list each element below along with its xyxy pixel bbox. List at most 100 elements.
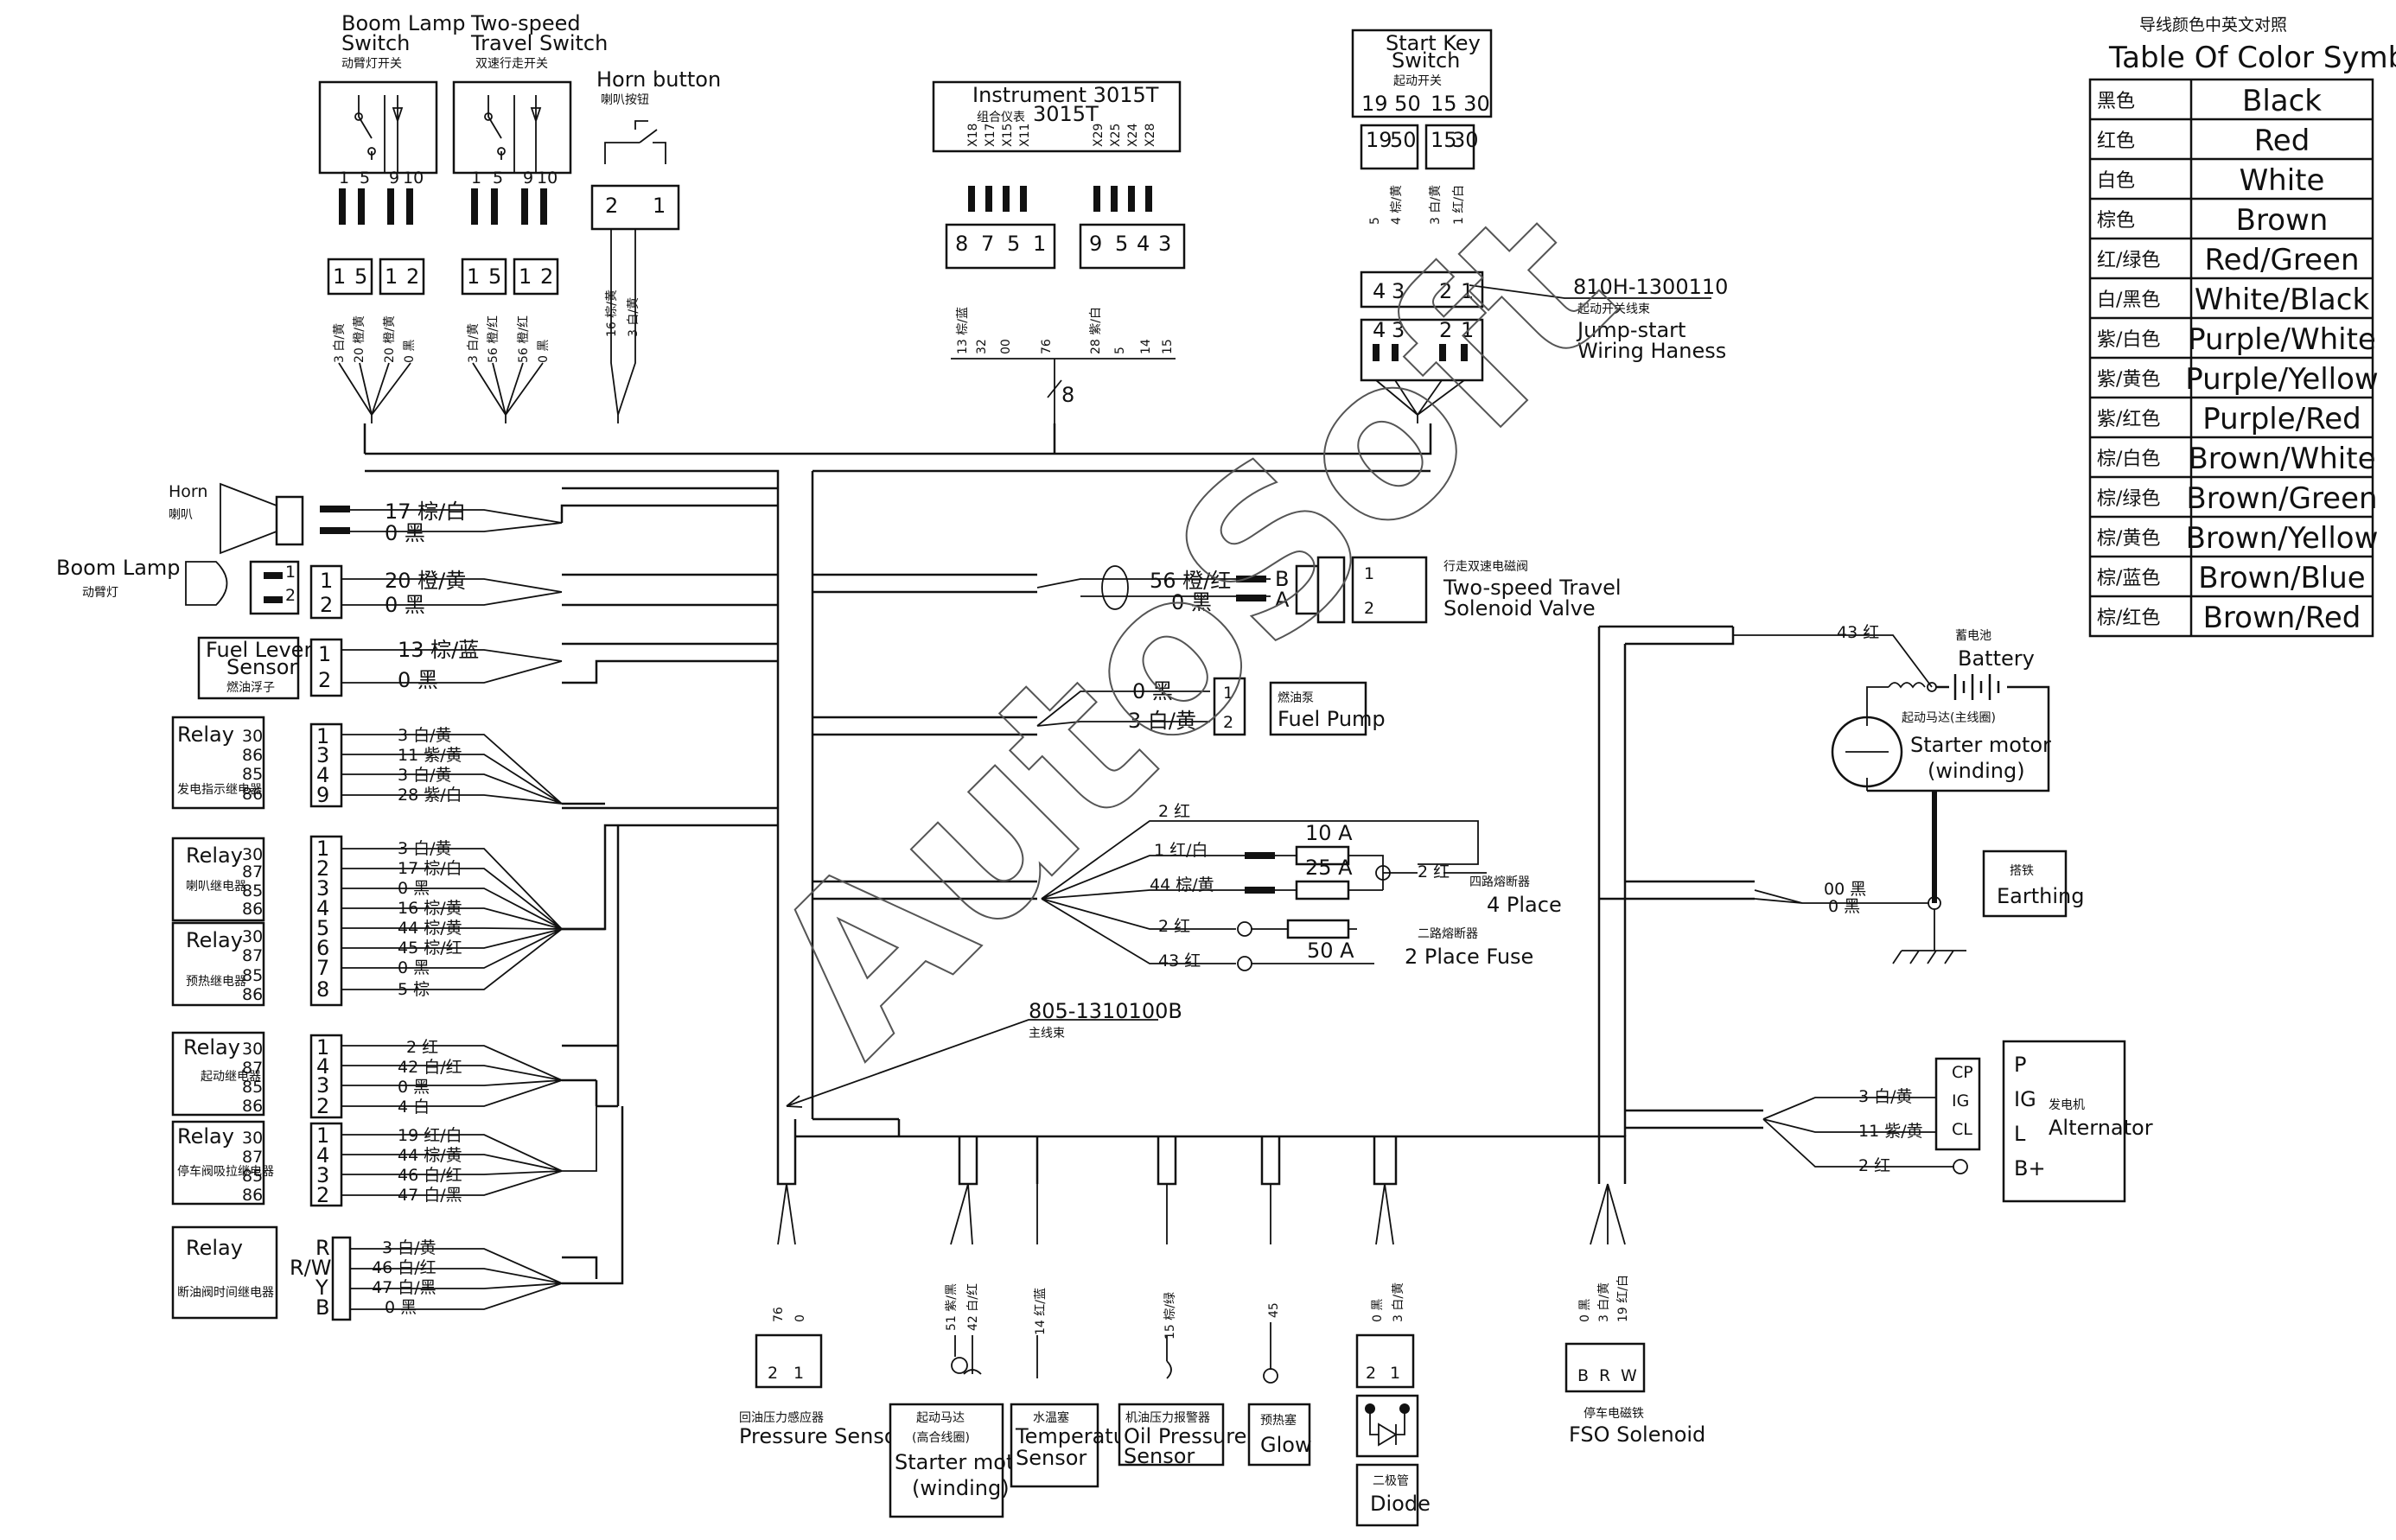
svg-text:0 黑: 0 黑 — [398, 1078, 430, 1097]
svg-text:3 白/黄: 3 白/黄 — [332, 323, 347, 363]
svg-text:组合仪表: 组合仪表 — [977, 111, 1025, 124]
svg-text:CP: CP — [1952, 1063, 1973, 1082]
svg-text:1: 1 — [467, 264, 480, 289]
svg-text:85: 85 — [242, 1078, 263, 1097]
svg-text:7: 7 — [316, 956, 329, 980]
color-en: Purple/White — [2188, 322, 2376, 357]
color-en: Brown/Yellow — [2186, 521, 2379, 556]
travel-switch-label: Two-speed — [470, 11, 581, 35]
svg-text:56 橙/红: 56 橙/红 — [1150, 569, 1231, 593]
color-en: Purple/Yellow — [2185, 362, 2379, 397]
svg-text:30: 30 — [242, 727, 263, 746]
svg-text:2: 2 — [540, 264, 553, 289]
svg-text:1: 1 — [318, 642, 331, 666]
svg-text:Sensor: Sensor — [1016, 1446, 1086, 1470]
svg-text:51 紫/黑: 51 紫/黑 — [945, 1283, 959, 1331]
instrument-cluster: Instrument 3015T 组合仪表 3015T X18 X17 X15 … — [932, 80, 1186, 423]
svg-text:1: 1 — [316, 1123, 329, 1148]
svg-text:5: 5 — [354, 264, 367, 289]
svg-text:5: 5 — [1007, 232, 1020, 256]
svg-text:1: 1 — [316, 1035, 329, 1060]
solenoid-label: Two-speed Travel — [1443, 576, 1622, 600]
svg-text:2 红: 2 红 — [1158, 802, 1190, 821]
svg-text:14 红/蓝: 14 红/蓝 — [1034, 1288, 1048, 1335]
svg-text:30: 30 — [1452, 128, 1479, 152]
color-en: Brown/Red — [2203, 601, 2361, 635]
svg-text:0 黑: 0 黑 — [1371, 1299, 1385, 1322]
svg-text:10: 10 — [403, 169, 424, 188]
svg-text:5: 5 — [1115, 232, 1128, 256]
svg-text:30: 30 — [242, 927, 263, 946]
svg-text:喇叭: 喇叭 — [169, 508, 193, 522]
svg-text:IG: IG — [2014, 1087, 2036, 1111]
svg-text:3: 3 — [1392, 279, 1405, 303]
svg-text:X24: X24 — [1126, 124, 1140, 147]
svg-text:发电机: 发电机 — [2049, 1098, 2085, 1112]
svg-text:45: 45 — [1267, 1302, 1281, 1318]
svg-text:86: 86 — [242, 746, 263, 765]
svg-text:0 黑: 0 黑 — [385, 521, 425, 545]
svg-text:1: 1 — [320, 569, 333, 593]
svg-text:19 红/白: 19 红/白 — [1616, 1275, 1630, 1322]
svg-text:3 白/黄: 3 白/黄 — [382, 1238, 437, 1257]
svg-text:42 白/红: 42 白/红 — [966, 1283, 980, 1331]
svg-text:56 橙/红: 56 橙/红 — [517, 315, 531, 363]
oil-pressure-sensor-label: Oil Pressure — [1124, 1424, 1246, 1448]
svg-text:Jump-start: Jump-start — [1576, 318, 1685, 342]
oil-pressure-sensor: 15 棕/绿 机油压力报警器 Oil Pressure Sensor — [1118, 1184, 1246, 1468]
color-cn: 黑色 — [2097, 91, 2135, 112]
color-cn: 棕/绿色 — [2097, 488, 2160, 510]
svg-text:2: 2 — [316, 1183, 329, 1207]
svg-text:X11: X11 — [1018, 124, 1032, 147]
two-place-fuse-label: 2 Place Fuse — [1405, 945, 1533, 969]
svg-text:停车电磁铁: 停车电磁铁 — [1584, 1406, 1644, 1421]
svg-text:X18: X18 — [966, 124, 980, 147]
svg-text:1: 1 — [653, 194, 666, 218]
svg-text:3: 3 — [316, 1163, 329, 1187]
svg-text:Switch: Switch — [1392, 48, 1460, 73]
svg-text:Sensor: Sensor — [226, 655, 297, 679]
svg-text:3: 3 — [1158, 232, 1171, 256]
svg-text:停车阀吸拉继电器: 停车阀吸拉继电器 — [177, 1164, 274, 1179]
svg-text:2: 2 — [1223, 713, 1233, 732]
svg-text:1: 1 — [316, 724, 329, 748]
svg-text:87: 87 — [242, 1148, 263, 1167]
color-cn: 紫/红色 — [2097, 409, 2160, 430]
svg-text:4: 4 — [1373, 279, 1386, 303]
main-harness-label: 805-1310100B 主线束 — [786, 999, 1182, 1108]
svg-text:发电指示继电器: 发电指示继电器 — [177, 783, 262, 797]
boom-lamp-switch-label: Boom Lamp — [341, 11, 466, 35]
fuse-10a-label: 10 A — [1305, 821, 1353, 845]
svg-text:43 红: 43 红 — [1837, 623, 1879, 642]
svg-text:1: 1 — [519, 264, 532, 289]
svg-text:1: 1 — [1364, 564, 1374, 583]
fuel-pump-label: Fuel Pump — [1278, 707, 1386, 731]
color-cn: 白色 — [2097, 170, 2135, 192]
color-cn: 紫/白色 — [2097, 329, 2160, 351]
svg-text:9: 9 — [316, 783, 329, 807]
svg-text:二路熔断器: 二路熔断器 — [1418, 927, 1478, 941]
svg-text:燃油浮子: 燃油浮子 — [226, 680, 275, 695]
two-speed-solenoid-valve: 56 橙/红 0 黑 B A 1 2 行走双速电磁阀 Two-speed Tra… — [1036, 556, 1622, 624]
color-cn: 红色 — [2097, 130, 2135, 152]
svg-text:11 紫/黄: 11 紫/黄 — [398, 746, 462, 765]
svg-text:1 红/白: 1 红/白 — [1452, 185, 1466, 225]
fuel-lever-label: Fuel Lever — [206, 638, 312, 662]
svg-text:Travel Switch: Travel Switch — [470, 31, 608, 55]
relay1-title: Relay — [177, 722, 234, 747]
alternator: 3 白/黄 11 紫/黄 2 红 CP IG CL P IG L B+ 发电机 … — [1762, 1040, 2153, 1203]
color-cn: 红/绿色 — [2097, 250, 2160, 271]
svg-text:0 黑: 0 黑 — [385, 1298, 417, 1317]
svg-text:2: 2 — [320, 593, 333, 617]
svg-text:5: 5 — [1113, 347, 1127, 354]
svg-text:86: 86 — [242, 985, 263, 1004]
svg-text:86: 86 — [242, 1186, 263, 1205]
svg-text:起动开关: 起动开关 — [1393, 74, 1442, 88]
fuse-25a-label: 25 A — [1305, 856, 1353, 880]
color-en: Red/Green — [2204, 243, 2359, 277]
